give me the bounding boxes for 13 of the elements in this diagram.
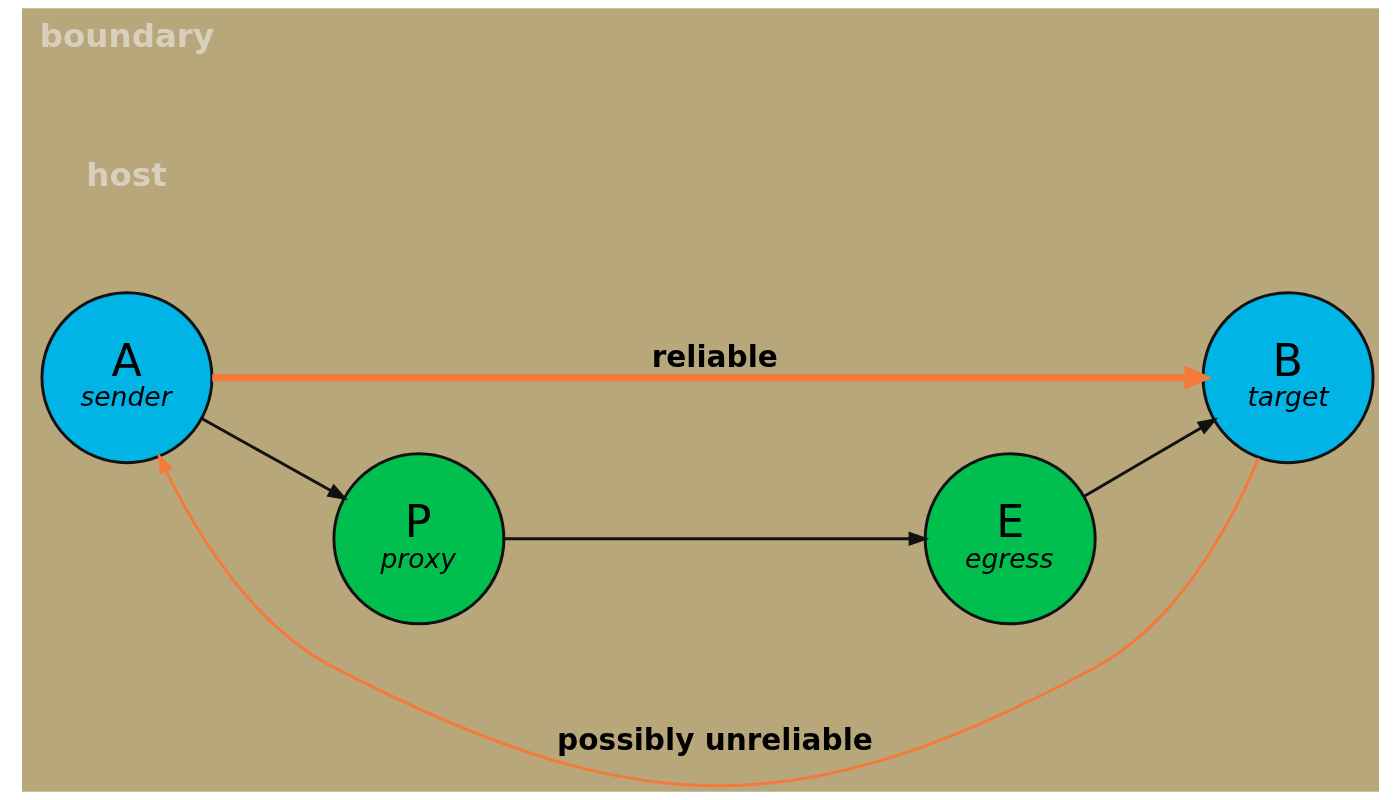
arrow [1082, 417, 1218, 498]
arrow [503, 531, 929, 547]
label: boundary [39, 17, 214, 56]
arrow [211, 365, 1212, 390]
arrow [157, 452, 1260, 787]
label: host [85, 156, 167, 195]
node-circle: B target [1201, 291, 1375, 465]
arrow [200, 417, 348, 501]
node-circle: A sender [40, 291, 213, 465]
edge-label: possibly unreliable [556, 723, 873, 758]
node-circle: E egress [923, 452, 1097, 626]
node-circle: P proxy [331, 452, 505, 626]
edge-label: reliable [651, 340, 778, 375]
